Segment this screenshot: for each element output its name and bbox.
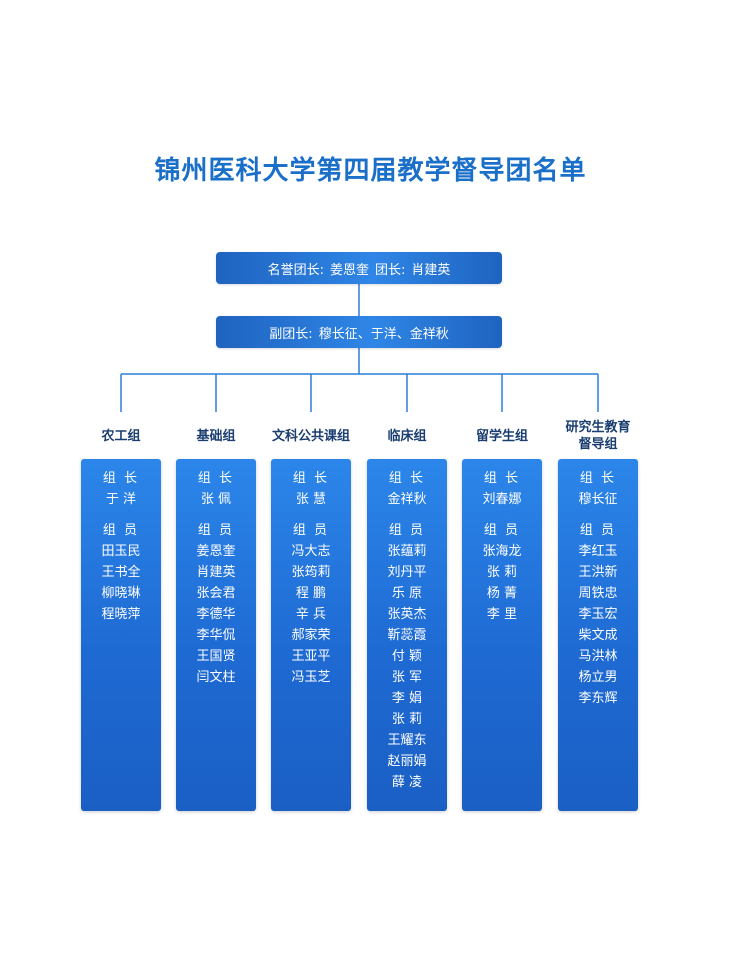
member-name: 李华侃 xyxy=(196,628,236,643)
member-name: 李东辉 xyxy=(578,691,618,706)
group-title-line: 临床组 xyxy=(387,429,427,444)
member-name: 王国贤 xyxy=(196,649,236,664)
group-title-line: 农工组 xyxy=(101,429,141,444)
member-name: 冯玉芝 xyxy=(291,670,331,685)
group-column-1: 组 长 于 洋 组 员 田玉民王书全柳晓琳程晓萍 xyxy=(81,459,161,811)
group-title-5: 留学生组 xyxy=(452,428,552,445)
group-column-3: 组 长 张 慧 组 员 冯大志张筠莉程 鹏辛 兵郝家荣王亚平冯玉芝 xyxy=(271,459,351,811)
group-leader: 刘春娜 xyxy=(482,492,522,507)
member-name: 乐 原 xyxy=(391,586,423,601)
member-name: 李德华 xyxy=(196,607,236,622)
member-name: 姜恩奎 xyxy=(196,544,236,559)
member-name: 刘丹平 xyxy=(387,565,427,580)
member-list: 田玉民王书全柳晓琳程晓萍 xyxy=(81,541,161,625)
member-role-label: 组 员 xyxy=(102,523,140,538)
member-name: 柳晓琳 xyxy=(101,586,141,601)
member-name: 李红玉 xyxy=(578,544,618,559)
member-name: 薛 凌 xyxy=(391,775,423,790)
member-name: 王书全 xyxy=(101,565,141,580)
group-column-5: 组 长 刘春娜 组 员 张海龙张 莉杨 菁李 里 xyxy=(462,459,542,811)
member-name: 柴文成 xyxy=(578,628,618,643)
member-name: 张海龙 xyxy=(482,544,522,559)
member-list: 姜恩奎肖建英张会君李德华李华侃王国贤闫文柱 xyxy=(176,541,256,688)
leader-role-label: 组 长 xyxy=(197,471,235,486)
member-name: 肖建英 xyxy=(196,565,236,580)
member-name: 程晓萍 xyxy=(101,607,141,622)
member-name: 张会君 xyxy=(196,586,236,601)
group-column-4: 组 长 金祥秋 组 员 张蕴莉刘丹平乐 原张英杰靳蕊霞付 颖张 军李 娟张 莉王… xyxy=(367,459,447,811)
honorary-name: 姜恩奎 xyxy=(329,262,369,278)
group-leader: 张 慧 xyxy=(295,492,327,507)
leader-role-label: 组 长 xyxy=(388,471,426,486)
group-title-6: 研究生教育 督导组 xyxy=(548,419,648,453)
member-role-label: 组 员 xyxy=(197,523,235,538)
member-name: 赵丽娟 xyxy=(387,754,427,769)
group-leader: 金祥秋 xyxy=(387,492,427,507)
member-name: 张 莉 xyxy=(391,712,423,727)
member-list: 冯大志张筠莉程 鹏辛 兵郝家荣王亚平冯玉芝 xyxy=(271,541,351,688)
page-title: 锦州医科大学第四届教学督导团名单 xyxy=(154,156,587,186)
group-leader: 于 洋 xyxy=(105,492,137,507)
member-name: 张筠莉 xyxy=(291,565,331,580)
group-title-2: 基础组 xyxy=(166,428,266,445)
member-name: 程 鹏 xyxy=(295,586,327,601)
head-name: 肖建英 xyxy=(411,262,451,278)
group-title-line: 研究生教育 xyxy=(565,420,631,435)
member-name: 杨 菁 xyxy=(486,586,518,601)
member-name: 冯大志 xyxy=(291,544,331,559)
group-title-4: 临床组 xyxy=(357,428,457,445)
member-name: 郝家荣 xyxy=(291,628,331,643)
member-name: 杨立男 xyxy=(578,670,618,685)
member-name: 田玉民 xyxy=(101,544,141,559)
group-column-2: 组 长 张 佩 组 员 姜恩奎肖建英张会君李德华李华侃王国贤闫文柱 xyxy=(176,459,256,811)
leader-role-label: 组 长 xyxy=(292,471,330,486)
member-name: 张英杰 xyxy=(387,607,427,622)
member-name: 付 颖 xyxy=(391,649,423,664)
group-title-line: 文科公共课组 xyxy=(271,429,350,444)
member-name: 马洪林 xyxy=(578,649,618,664)
member-name: 靳蕊霞 xyxy=(387,628,427,643)
group-leader: 张 佩 xyxy=(200,492,232,507)
member-name: 李 里 xyxy=(486,607,518,622)
group-title-line: 留学生组 xyxy=(475,429,528,444)
member-role-label: 组 员 xyxy=(292,523,330,538)
member-name: 李玉宏 xyxy=(578,607,618,622)
member-name: 张 军 xyxy=(391,670,423,685)
group-column-6: 组 长 穆长征 组 员 李红玉王洪新周铁忠李玉宏柴文成马洪林杨立男李东辉 xyxy=(558,459,638,811)
member-name: 王亚平 xyxy=(291,649,331,664)
group-leader: 穆长征 xyxy=(578,492,618,507)
group-title-line: 基础组 xyxy=(196,429,236,444)
group-title-line: 督导组 xyxy=(578,437,618,452)
member-list: 李红玉王洪新周铁忠李玉宏柴文成马洪林杨立男李东辉 xyxy=(558,541,638,709)
honorary-label: 名誉团长: xyxy=(267,262,324,278)
member-list: 张蕴莉刘丹平乐 原张英杰靳蕊霞付 颖张 军李 娟张 莉王耀东赵丽娟薛 凌 xyxy=(367,541,447,793)
member-name: 王耀东 xyxy=(387,733,427,748)
member-role-label: 组 员 xyxy=(483,523,521,538)
leadership-box-deputy: 副团长: 穆长征、于洋、金祥秋 xyxy=(216,316,502,348)
member-name: 张 莉 xyxy=(486,565,518,580)
group-title-1: 农工组 xyxy=(71,428,171,445)
group-title-3: 文科公共课组 xyxy=(261,428,361,445)
member-name: 辛 兵 xyxy=(295,607,327,622)
head-label: 团长: xyxy=(375,262,406,278)
member-name: 王洪新 xyxy=(578,565,618,580)
leadership-box-top: 名誉团长: 姜恩奎 团长: 肖建英 xyxy=(216,252,502,284)
member-name: 周铁忠 xyxy=(578,586,618,601)
member-list: 张海龙张 莉杨 菁李 里 xyxy=(462,541,542,625)
member-name: 闫文柱 xyxy=(196,670,236,685)
member-role-label: 组 员 xyxy=(388,523,426,538)
leader-role-label: 组 长 xyxy=(579,471,617,486)
deputy-names: 穆长征、于洋、金祥秋 xyxy=(318,326,449,342)
member-role-label: 组 员 xyxy=(579,523,617,538)
deputy-label: 副团长: xyxy=(269,326,313,342)
member-name: 张蕴莉 xyxy=(387,544,427,559)
leader-role-label: 组 长 xyxy=(483,471,521,486)
member-name: 李 娟 xyxy=(391,691,423,706)
leader-role-label: 组 长 xyxy=(102,471,140,486)
